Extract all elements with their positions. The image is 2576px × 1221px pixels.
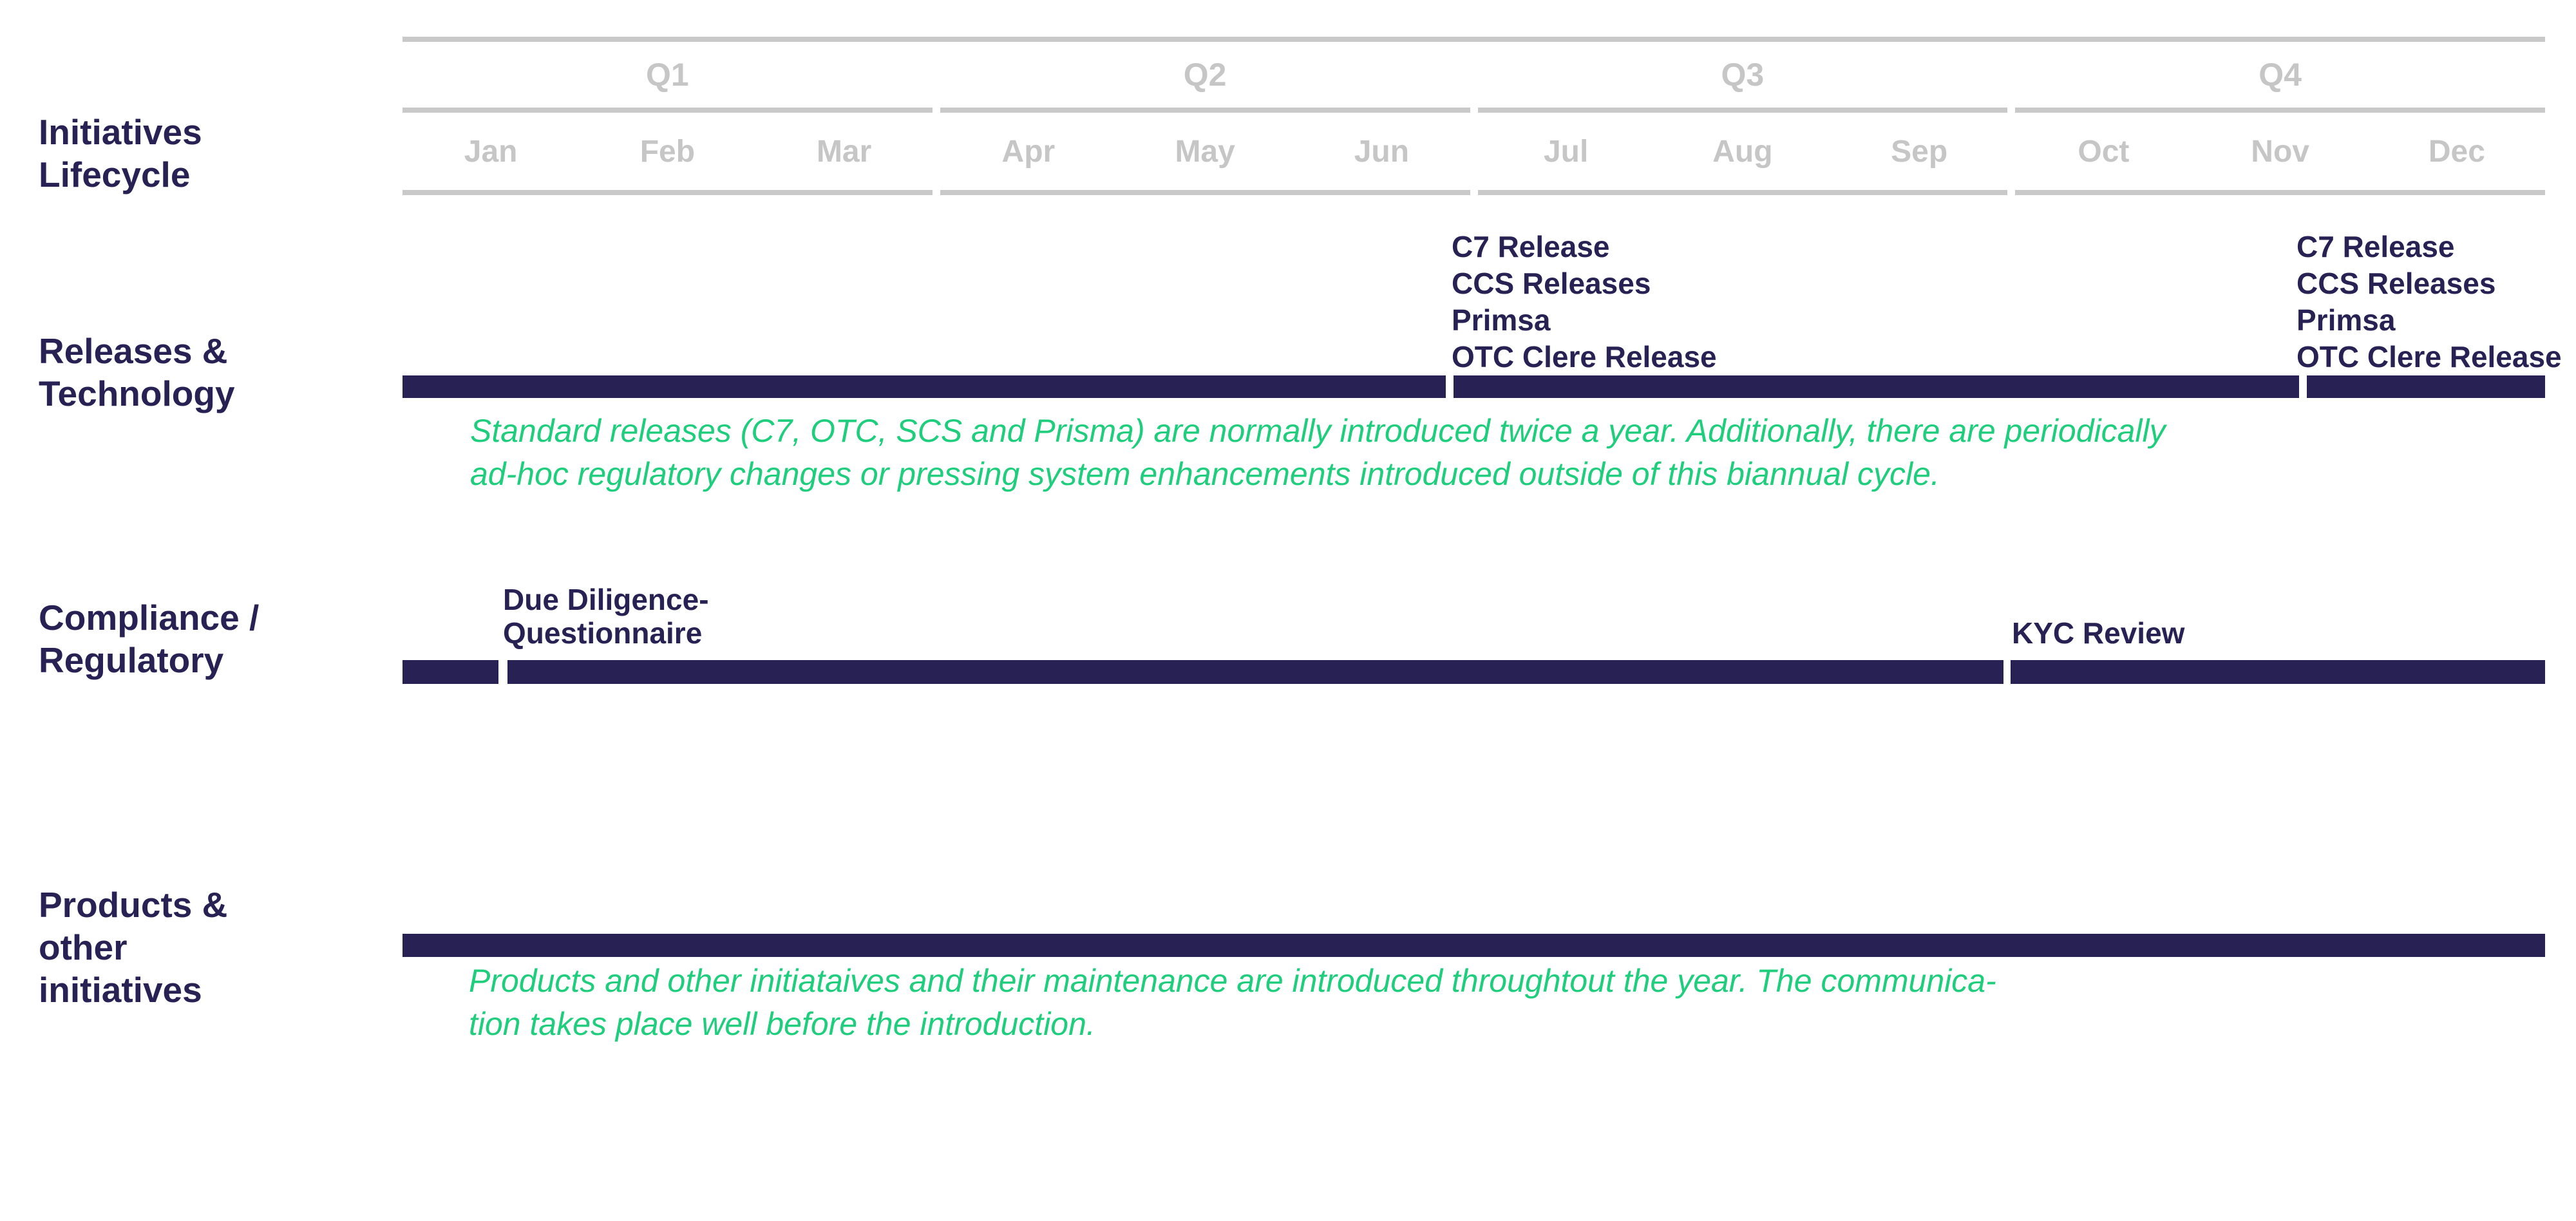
month-label: Apr bbox=[1001, 134, 1056, 169]
releases-milestone-year-end: C7 Release CCS Releases Primsa OTC Clere… bbox=[2297, 230, 2562, 374]
quarter-divider-line bbox=[2015, 108, 2545, 113]
kyc-review-annotation: KYC Review bbox=[2012, 616, 2185, 650]
releases-milestone-mid-year: C7 Release CCS Releases Primsa OTC Clere… bbox=[1452, 230, 1717, 374]
month-label: May bbox=[1175, 134, 1235, 169]
quarter-label: Q1 bbox=[646, 57, 689, 93]
quarter-divider-line bbox=[1477, 108, 2008, 113]
month-label: Sep bbox=[1891, 134, 1948, 169]
products-note: Products and other initiataives and thei… bbox=[469, 963, 1996, 1042]
releases-bar-segment-1 bbox=[402, 375, 1446, 398]
month-label: Feb bbox=[639, 134, 696, 169]
compliance-bar-segment-2 bbox=[507, 660, 2003, 684]
releases-bar-segment-3 bbox=[2307, 375, 2545, 398]
month-divider-line bbox=[1477, 190, 2008, 195]
quarter-label: Q4 bbox=[2259, 57, 2302, 93]
row-label-releases-technology: Releases & Technology bbox=[39, 331, 235, 413]
month-label: Nov bbox=[2251, 134, 2309, 169]
releases-bar-segment-2 bbox=[1454, 375, 2299, 398]
row-label-compliance-regulatory: Compliance / Regulatory bbox=[39, 598, 260, 680]
month-label: Dec bbox=[2428, 134, 2485, 169]
compliance-bar-segment-1 bbox=[402, 660, 498, 684]
month-label: Oct bbox=[2078, 134, 2130, 169]
quarter-divider-line bbox=[402, 108, 933, 113]
page-title: Initiatives Lifecycle bbox=[39, 112, 202, 194]
month-divider-line bbox=[2015, 190, 2545, 195]
compliance-bar-segment-3 bbox=[2011, 660, 2545, 684]
quarter-label: Q2 bbox=[1183, 57, 1227, 93]
quarter-q4: Q4 Oct Nov Dec bbox=[2015, 42, 2545, 195]
products-bar bbox=[402, 934, 2545, 957]
due-diligence-questionnaire-annotation: Due Diligence- Questionnaire bbox=[503, 583, 709, 650]
timeline-top-border bbox=[402, 37, 2545, 42]
quarter-q1: Q1 Jan Feb Mar bbox=[402, 42, 933, 195]
quarter-divider-line bbox=[940, 108, 1470, 113]
row-label-products-other-initiatives: Products & other initiatives bbox=[39, 885, 228, 1010]
quarter-q2: Q2 Apr May Jun bbox=[940, 42, 1470, 195]
quarter-q3: Q3 Jul Aug Sep bbox=[1477, 42, 2008, 195]
month-label: Jan bbox=[464, 134, 518, 169]
month-label: Aug bbox=[1712, 134, 1773, 169]
month-divider-line bbox=[402, 190, 933, 195]
month-divider-line bbox=[940, 190, 1470, 195]
quarter-label: Q3 bbox=[1721, 57, 1765, 93]
month-label: Jul bbox=[1543, 134, 1589, 169]
month-label: Jun bbox=[1354, 134, 1410, 169]
timeline-header: Q1 Jan Feb Mar Q2 Apr May Jun Q3 Jul Aug… bbox=[402, 42, 2545, 195]
month-label: Mar bbox=[816, 134, 872, 169]
releases-note: Standard releases (C7, OTC, SCS and Pris… bbox=[470, 413, 2166, 492]
